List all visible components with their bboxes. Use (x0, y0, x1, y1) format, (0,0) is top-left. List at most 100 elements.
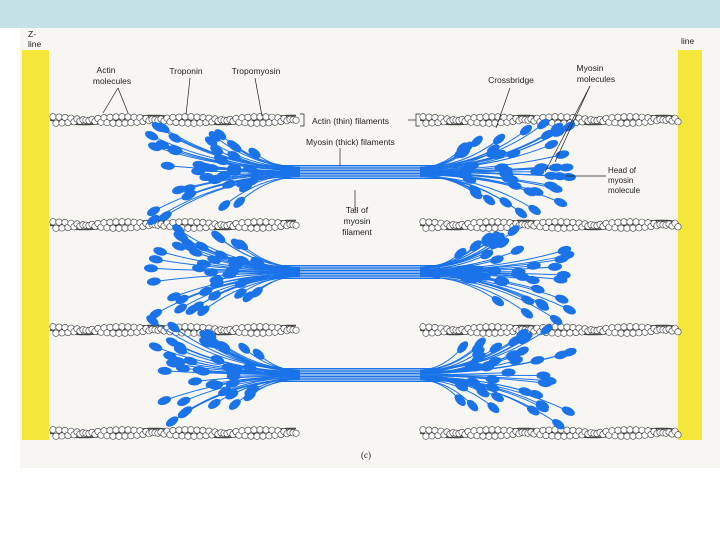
myosin-head (210, 145, 224, 155)
myosin-head (556, 270, 571, 280)
actin-bead (563, 323, 571, 331)
actin-bead (292, 116, 300, 124)
myosin-head (518, 387, 533, 396)
actin-bead (623, 329, 631, 337)
myosin-neck (189, 173, 301, 196)
myosin-head (562, 305, 576, 315)
actin-bead (617, 119, 625, 127)
actin-bead (560, 432, 568, 440)
myosin-neck (419, 134, 548, 169)
actin-bead (620, 426, 628, 434)
myosin-neck (155, 275, 301, 315)
actin-bead (482, 113, 490, 121)
actin-bead (476, 323, 484, 331)
actin-bead (629, 329, 637, 337)
myosin-neck (223, 176, 301, 207)
myosin-head (166, 359, 180, 368)
actin-bead (620, 323, 628, 331)
myosin-head (530, 167, 545, 176)
actin-bead (476, 218, 484, 226)
actin-bead (623, 119, 631, 127)
myosin-neck (191, 275, 301, 311)
myosin-head (157, 366, 172, 375)
myosin-head (552, 127, 566, 137)
myosin-head (226, 372, 241, 381)
myosin-head (555, 294, 569, 304)
actin-bead (494, 323, 502, 331)
myosin-head (148, 342, 163, 352)
actin-bead (563, 426, 571, 434)
actin-bead (121, 224, 129, 232)
myosin-head (469, 240, 482, 252)
myosin-head (209, 275, 224, 284)
myosin-head (144, 264, 158, 273)
actin-bead (626, 113, 634, 121)
actin-bead (626, 218, 634, 226)
actin-bead (193, 218, 201, 226)
myosin-head (235, 255, 250, 265)
actin-bead (52, 224, 60, 232)
myosin-head (250, 171, 265, 180)
actin-bead (193, 323, 201, 331)
actin-bead (121, 329, 129, 337)
actin-bead (181, 323, 189, 331)
myosin-head (557, 245, 572, 255)
myosin-head (471, 341, 484, 353)
label-z-line-right: line (681, 36, 695, 46)
myosin-head (185, 304, 199, 315)
actin-bead (476, 113, 484, 121)
myosin-filaments (144, 118, 577, 430)
actin-bead (488, 323, 496, 331)
actin-bead (175, 113, 183, 121)
myosin-head (238, 342, 251, 354)
myosin-head (555, 150, 570, 159)
myosin-head (525, 275, 540, 285)
actin-bead (193, 113, 201, 121)
myosin-head (160, 161, 175, 170)
myosin-head (530, 284, 545, 294)
myosin-head (492, 235, 505, 247)
myosin-head (204, 164, 219, 173)
myosin-neck (155, 258, 301, 272)
myosin-head (172, 185, 186, 195)
actin-bead (551, 218, 559, 226)
actin-bead (548, 432, 556, 440)
actin-bead (253, 329, 261, 337)
myosin-head (468, 273, 483, 283)
actin-bead (175, 218, 183, 226)
myosin-neck (419, 372, 509, 376)
actin-bead (259, 329, 267, 337)
myosin-head (174, 303, 187, 314)
myosin-neck (181, 236, 301, 269)
myosin-head (461, 164, 476, 173)
actin-bead (256, 426, 264, 434)
actin-bead (109, 329, 117, 337)
myosin-head (491, 295, 505, 307)
myosin-head (561, 172, 576, 182)
actin-bead (626, 426, 634, 434)
actin-bead (479, 224, 487, 232)
myosin-neck (419, 273, 538, 290)
actin-bead (674, 118, 682, 126)
myosin-head (213, 154, 228, 164)
myosin-head (151, 121, 165, 133)
myosin-head (526, 261, 541, 270)
actin-bead (425, 426, 433, 434)
actin-bead (112, 218, 120, 226)
actin-bead (632, 218, 640, 226)
myosin-neck (419, 265, 534, 272)
myosin-neck (419, 171, 569, 178)
actin-bead (175, 426, 183, 434)
actin-bead (422, 224, 430, 232)
bracket-left (300, 113, 305, 127)
actin-bead (124, 113, 132, 121)
myosin-neck (153, 175, 301, 212)
myosin-head (204, 329, 217, 341)
myosin-head (153, 247, 168, 256)
actin-bead (563, 113, 571, 121)
myosin-head (548, 262, 562, 271)
myosin-head (550, 314, 563, 326)
actin-bead (614, 323, 622, 331)
actin-bead (256, 218, 264, 226)
actin-bead (485, 224, 493, 232)
